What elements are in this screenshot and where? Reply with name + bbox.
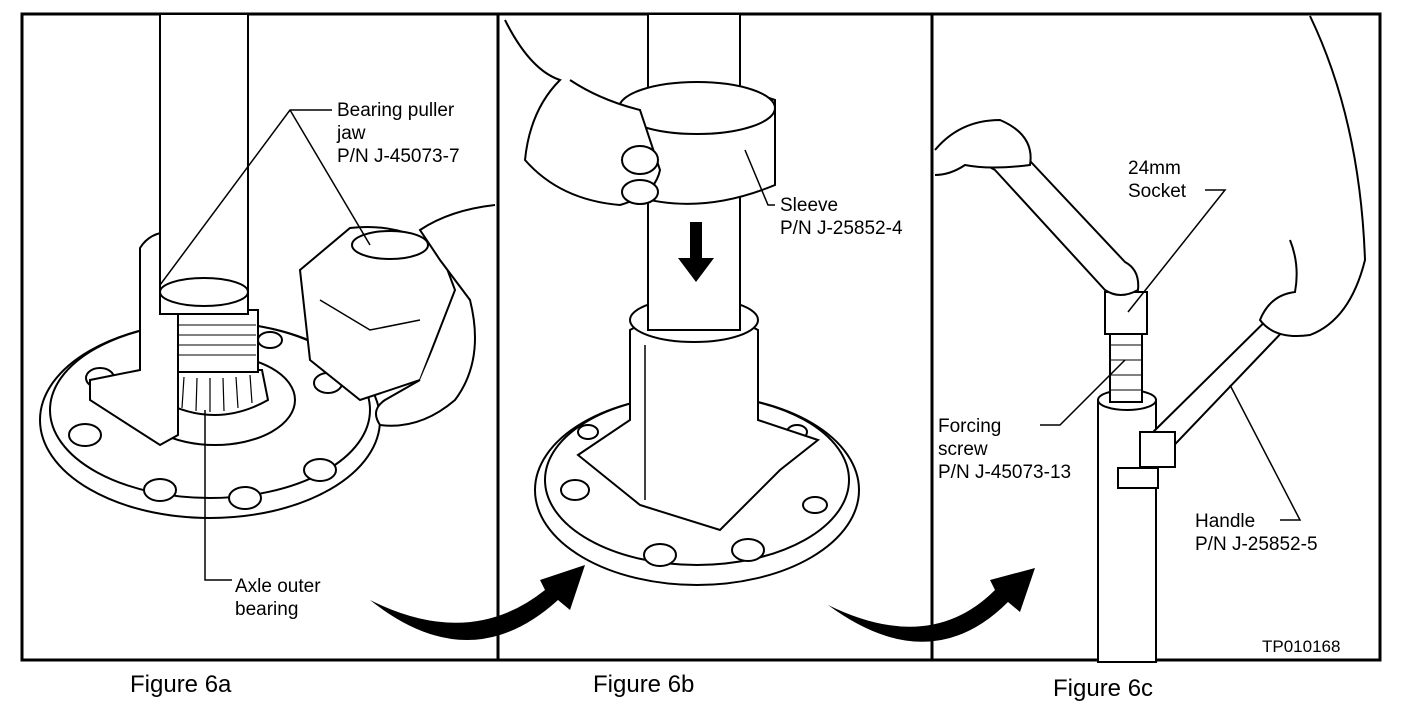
socket-shape xyxy=(1104,291,1148,335)
caption-figure-6a: Figure 6a xyxy=(130,671,232,698)
drawing-code: TP010168 xyxy=(1262,637,1340,656)
label-bearing-puller-jaw: Bearing puller jaw P/N J-45073-7 xyxy=(336,100,460,167)
hand-b xyxy=(504,19,662,207)
panel-figure-6c xyxy=(934,15,1367,663)
panel-figure-6b xyxy=(504,13,860,586)
caption-figure-6b: Figure 6b xyxy=(593,671,694,698)
label-forcing-screw: Forcing screw P/N J-45073-13 xyxy=(938,416,1071,483)
hand-a xyxy=(375,204,496,427)
hand-c-right xyxy=(1258,15,1367,337)
label-axle-outer-bearing: Axle outer bearing xyxy=(235,576,326,620)
down-arrow xyxy=(678,222,714,282)
label-24mm-socket: 24mm Socket xyxy=(1128,158,1187,202)
label-sleeve: Sleeve P/N J-25852-4 xyxy=(780,195,903,239)
label-handle: Handle P/N J-25852-5 xyxy=(1195,511,1318,555)
panel-figure-6a xyxy=(39,13,496,519)
caption-figure-6c: Figure 6c xyxy=(1053,675,1153,702)
leaders-b xyxy=(744,149,775,206)
axle-tube-a xyxy=(159,13,249,315)
hand-c-left xyxy=(934,118,1032,176)
leaders-a xyxy=(159,109,371,581)
leaders-c xyxy=(1040,189,1302,521)
sequence-arrow-2 xyxy=(828,568,1035,642)
forcing-screw-shape xyxy=(1109,329,1143,403)
sequence-arrow-1 xyxy=(370,565,585,640)
